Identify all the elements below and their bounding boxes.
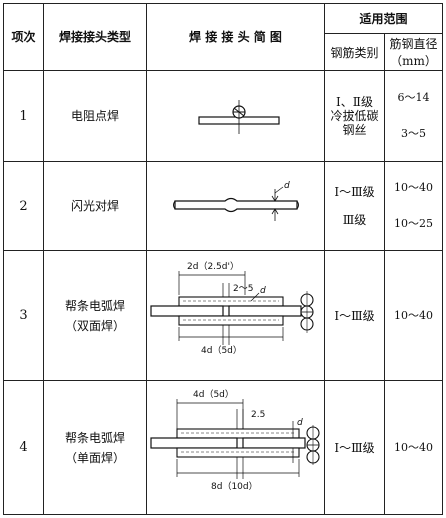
diameter-line: 10～40 — [394, 440, 433, 454]
grade-cell: Ⅰ～Ⅲ级 Ⅲ级 — [324, 161, 385, 252]
grade-line: Ⅰ、Ⅱ级 — [336, 95, 373, 110]
spot-weld-drawing — [198, 100, 280, 135]
joint-type-cell: 电阻点焊 — [43, 69, 147, 163]
grade-line: 钢丝 — [342, 123, 367, 138]
grade-cell: Ⅰ～Ⅲ级 — [324, 380, 385, 515]
row-number: 3 — [3, 250, 44, 382]
joint-type-line: 帮条电弧焊 — [64, 430, 125, 445]
diameter-line: 3～5 — [401, 127, 426, 141]
grade-line — [325, 199, 384, 213]
joint-type-cell: 闪光对焊 — [43, 161, 147, 252]
table-row: 3 帮条电弧焊 （双面焊） 2d（2.5d'） 2～5 — [3, 250, 444, 382]
grade-line: Ⅰ～Ⅲ级 — [334, 185, 375, 200]
table-row: 4 帮条电弧焊 （单面焊） 4d（5d） 2.5 — [3, 380, 444, 515]
flash-butt-weld-drawing: d — [173, 181, 299, 222]
diameter-label: d — [284, 181, 290, 191]
header-scope: 适用范围 — [323, 2, 444, 35]
grade-line: Ⅰ～Ⅲ级 — [334, 308, 375, 323]
dim-label: 4d（5d） — [193, 389, 234, 400]
diameter-line — [385, 197, 442, 215]
diameter-cell: 10～40 — [383, 380, 444, 515]
table-row: 2 闪光对焊 d Ⅰ～Ⅲ级 Ⅲ级 10～40 10 — [3, 161, 444, 252]
joint-type-line: （双面焊） — [64, 318, 125, 333]
joint-type-line: 闪光对焊 — [70, 199, 119, 214]
dim-label: 2d（2.5d'） — [187, 261, 239, 272]
diameter-label: d — [260, 286, 266, 296]
joint-type-cell: 帮条电弧焊 （双面焊） — [43, 250, 147, 382]
grade-line: Ⅲ级 — [342, 213, 367, 228]
diameter-label: d — [297, 418, 303, 428]
header-joint-type: 焊接接头类型 — [43, 3, 147, 71]
grade-line: Ⅰ～Ⅲ级 — [334, 440, 375, 455]
sketch-single-side-splice-weld: 4d（5d） 2.5 d — [146, 380, 325, 515]
row-number: 4 — [3, 380, 44, 515]
single-side-splice-drawing: 4d（5d） 2.5 d — [150, 389, 320, 492]
diameter-line: 10～40 — [394, 308, 433, 322]
diameter-line: 6～14 — [397, 91, 430, 105]
diameter-cell: 10～40 10～25 — [383, 161, 444, 252]
joint-type-line: 帮条电弧焊 — [64, 298, 125, 313]
row-number: 2 — [3, 161, 44, 252]
header-rebar-class: 钢筋类别 — [324, 33, 385, 71]
dim-label: 8d（10d） — [211, 481, 258, 492]
diameter-cell: 6～14 3～5 — [383, 69, 444, 163]
diameter-line — [385, 107, 442, 125]
diameter-line: 10～25 — [394, 217, 433, 231]
header-item-no: 项次 — [3, 3, 44, 71]
table-row: 1 电阻点焊 Ⅰ、Ⅱ级 冷拔低碳 钢丝 6～14 3～5 — [3, 69, 444, 163]
diameter-cell: 10～40 — [383, 250, 444, 382]
joint-type-cell: 帮条电弧焊 （单面焊） — [43, 380, 147, 515]
row-number: 1 — [3, 69, 44, 163]
header-rebar-diameter-line1: 筋钢直径 — [389, 37, 438, 52]
sketch-flash-butt-weld: d — [146, 161, 325, 252]
joint-type-line: （单面焊） — [64, 450, 125, 465]
weld-joint-table: 项次 焊接接头类型 焊 接 接 头 简 图 适用范围 钢筋类别 筋钢直径 （mm… — [3, 2, 444, 515]
gap-label: 2～5 — [233, 284, 253, 294]
gap-label: 2.5 — [251, 410, 265, 420]
sketch-spot-weld — [146, 69, 325, 163]
header-rebar-diameter: 筋钢直径 （mm） — [383, 33, 444, 71]
dim-label: 4d（5d） — [201, 345, 242, 356]
grade-line: 冷拔低碳 — [330, 109, 379, 124]
grade-cell: Ⅰ、Ⅱ级 冷拔低碳 钢丝 — [324, 69, 385, 163]
header-sketch: 焊 接 接 头 简 图 — [146, 3, 325, 71]
diameter-line: 10～40 — [394, 181, 433, 195]
sketch-double-side-splice-weld: 2d（2.5d'） 2～5 d — [146, 250, 325, 382]
double-side-splice-drawing: 2d（2.5d'） 2～5 d — [150, 261, 314, 356]
grade-cell: Ⅰ～Ⅲ级 — [324, 250, 385, 382]
header-rebar-diameter-line2: （mm） — [390, 54, 437, 69]
joint-type-line: 电阻点焊 — [70, 109, 119, 124]
